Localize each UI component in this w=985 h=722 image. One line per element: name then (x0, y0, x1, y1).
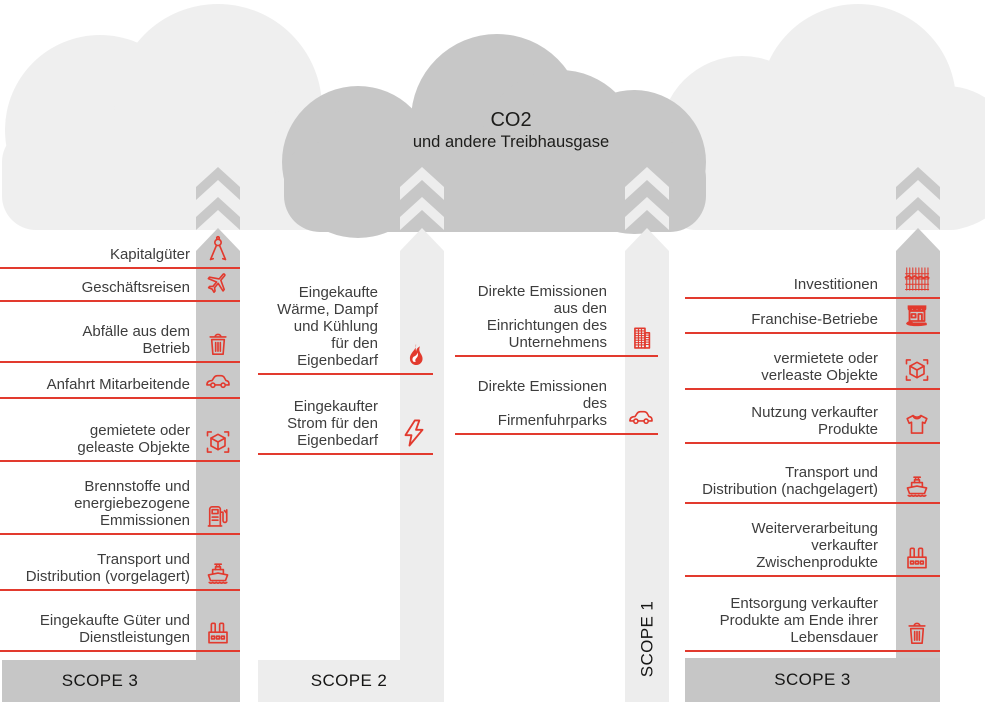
factory-icon (204, 618, 232, 646)
item-label: Abfälle aus dem Betrieb (82, 323, 190, 357)
item-label: Eingekaufte Wärme, Dampf und Kühlung für… (277, 284, 378, 369)
item-direct-fleet: Direkte Emissionen des Firmenfuhrparks (455, 369, 658, 435)
item-label: Direkte Emissionen aus den Einrichtungen… (477, 283, 607, 351)
item-label: Transport und Distribution (nachgelagert… (702, 464, 878, 498)
item-investments: Investitionen (685, 267, 940, 299)
item-leased-assets-upstream: gemietete oder geleaste Objekte (0, 412, 240, 462)
pillar-scope2 (400, 251, 444, 702)
item-processing-sold-products: Weiterverarbeitung verkaufter Zwischenpr… (685, 511, 940, 577)
flame-icon (402, 341, 430, 369)
chevron-up-icon (400, 167, 444, 251)
compass-icon (204, 235, 232, 263)
chevron-up-icon (896, 167, 940, 251)
scope1-label: SCOPE 1 (637, 600, 656, 678)
item-purchased-goods: Eingekaufte Güter und Dienstleistungen (0, 602, 240, 652)
scope1-label-box: SCOPE 1 (625, 578, 669, 700)
item-label: Nutzung verkaufter Produkte (751, 404, 878, 438)
item-label: gemietete oder geleaste Objekte (77, 422, 190, 456)
cube-icon (903, 356, 931, 384)
co2-title: CO2 (490, 109, 532, 131)
scope3-right-box: SCOPE 3 (685, 658, 940, 702)
tshirt-icon (903, 410, 931, 438)
trash-icon (903, 618, 931, 646)
item-label: Franchise-Betriebe (751, 311, 878, 328)
chart-icon (903, 265, 931, 293)
scope3-right-label: SCOPE 3 (774, 670, 851, 689)
cloud-caption: CO2 und andere Treibhausgase (391, 108, 631, 152)
item-transport-downstream: Transport und Distribution (nachgelagert… (685, 454, 940, 504)
item-label: vermietete oder verleaste Objekte (761, 350, 878, 384)
store-icon (903, 300, 931, 328)
building-icon (627, 323, 655, 351)
chevron-up-icon (625, 167, 669, 251)
item-label: Kapitalgüter (109, 246, 190, 263)
item-label: Direkte Emissionen des Firmenfuhrparks (477, 378, 607, 429)
item-business-travel: Geschäftsreisen (0, 270, 240, 302)
lightning-icon (398, 417, 430, 449)
item-operational-waste: Abfälle aus dem Betrieb (0, 313, 240, 363)
scope3-left-box: SCOPE 3 (2, 660, 240, 702)
item-franchises: Franchise-Betriebe (685, 302, 940, 334)
pillar-scope1 (625, 251, 669, 702)
item-leased-assets-downstream: vermietete oder verleaste Objekte (685, 340, 940, 390)
item-label: Eingekaufte Güter und Dienstleistungen (39, 612, 190, 646)
item-fuel-energy-emissions: Brennstoffe und energiebezogene Emmissio… (0, 469, 240, 535)
scope3-left-label: SCOPE 3 (61, 671, 139, 690)
item-purchased-electricity: Eingekaufter Strom für den Eigenbedarf (258, 389, 433, 455)
ship-icon (903, 470, 931, 498)
item-direct-facilities: Direkte Emissionen aus den Einrichtungen… (455, 275, 658, 357)
item-label: Investitionen (793, 276, 878, 293)
trash-icon (204, 329, 232, 357)
scope2-box: SCOPE 2 (258, 660, 440, 702)
car-icon (627, 401, 655, 429)
factory-icon (903, 543, 931, 571)
pillar-scope3-right (896, 251, 940, 702)
airplane-icon (204, 268, 232, 296)
fuel-pump-icon (204, 501, 232, 529)
cloud-center (282, 34, 706, 238)
item-label: Geschäftsreisen (81, 279, 190, 296)
scope2-label: SCOPE 2 (310, 671, 388, 690)
ship-icon (204, 557, 232, 585)
item-purchased-heat: Eingekaufte Wärme, Dampf und Kühlung für… (258, 273, 433, 375)
item-transport-upstream: Transport und Distribution (vorgelagert) (0, 541, 240, 591)
cube-icon (204, 428, 232, 456)
car-icon (204, 365, 232, 393)
co2-subtitle: und andere Treibhausgase (412, 133, 610, 151)
pillar-scope3-left (196, 251, 240, 702)
item-use-of-sold-products: Nutzung verkaufter Produkte (685, 394, 940, 444)
item-label: Weiterverarbeitung verkaufter Zwischenpr… (751, 520, 878, 571)
item-label: Transport und Distribution (vorgelagert) (25, 551, 190, 585)
item-label: Eingekaufter Strom für den Eigenbedarf (287, 398, 378, 449)
item-employee-commuting: Anfahrt Mitarbeitende (0, 367, 240, 399)
item-label: Anfahrt Mitarbeitende (46, 376, 190, 393)
item-capital-goods: Kapitalgüter (0, 237, 240, 269)
item-label: Entsorgung verkaufter Produkte am Ende i… (719, 595, 878, 646)
cloud-left (2, 4, 365, 230)
item-label: Brennstoffe und energiebezogene Emmissio… (74, 478, 190, 529)
item-end-of-life: Entsorgung verkaufter Produkte am Ende i… (685, 586, 940, 652)
